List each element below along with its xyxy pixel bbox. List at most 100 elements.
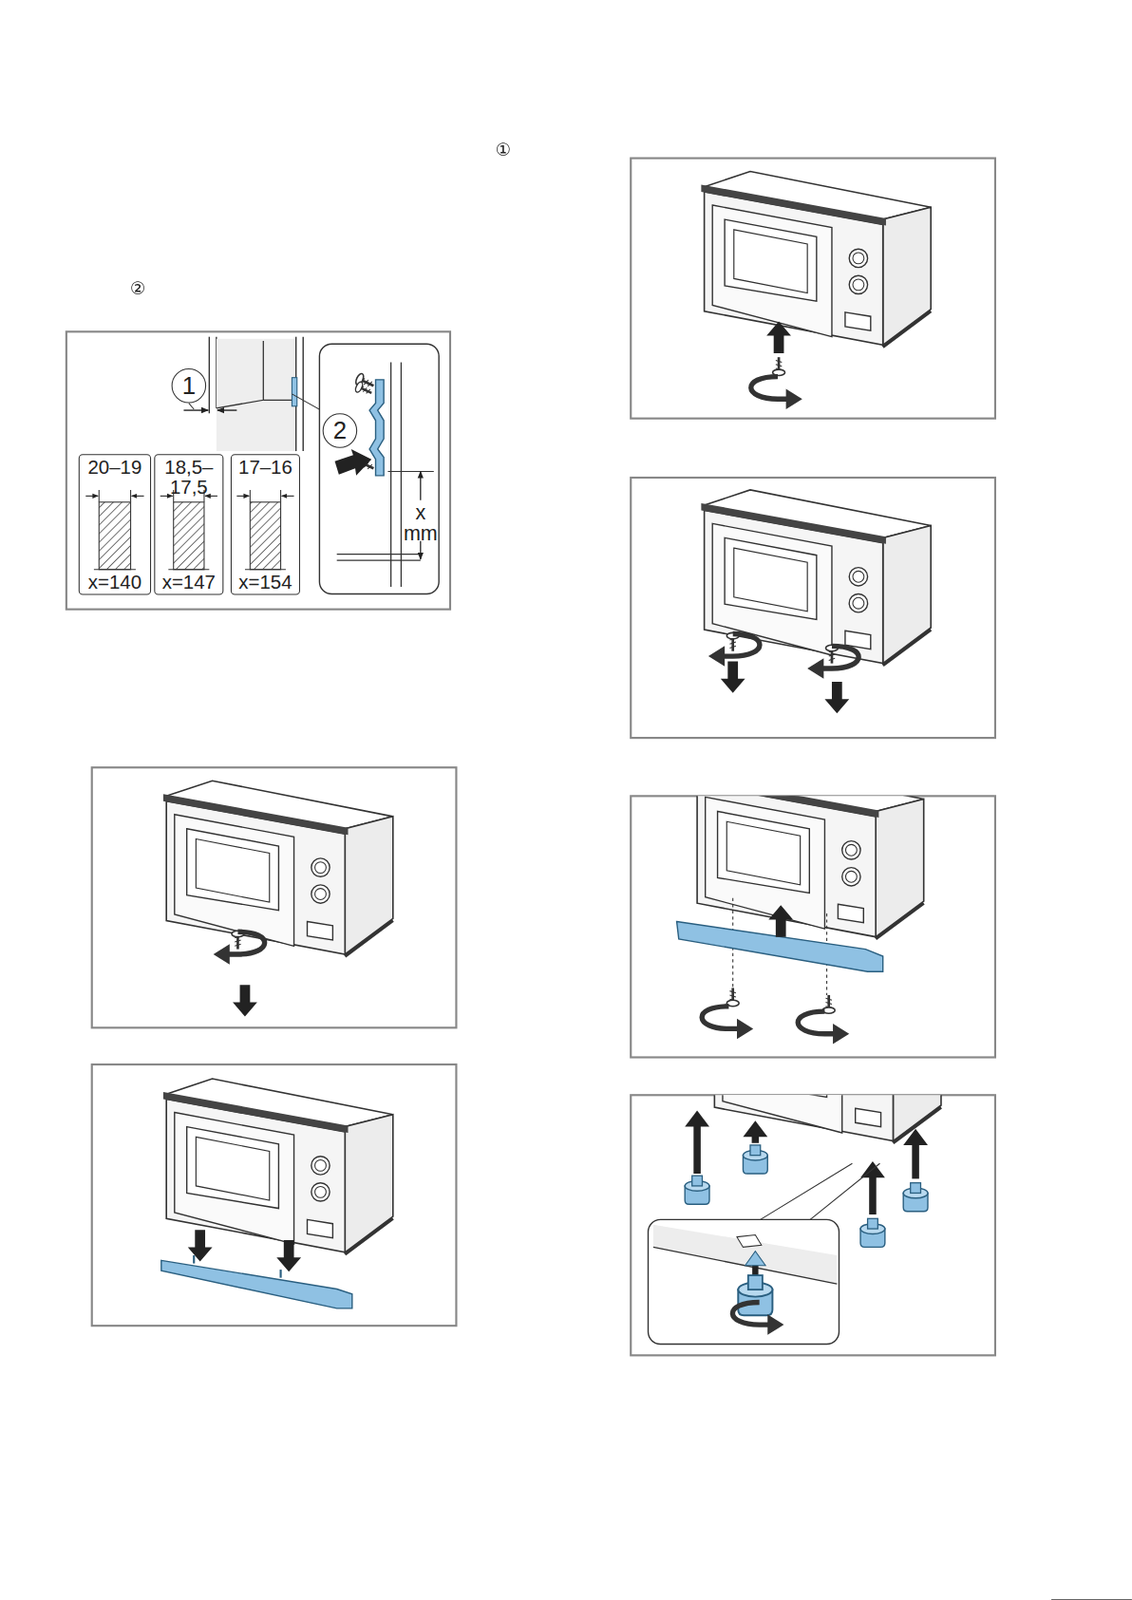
step-panel	[92, 767, 457, 1028]
node-value: x=154	[238, 572, 292, 593]
dimension-box: 17–16 x=154	[230, 453, 301, 595]
bracket-detail-part	[390, 362, 392, 587]
cabinet-panel	[66, 331, 451, 609]
bracket-detail-part	[337, 559, 421, 561]
dimension-box: 18,5– 17,5 x=147	[153, 453, 224, 595]
cabinet-panel-part	[188, 403, 194, 410]
node-value: x=147	[162, 572, 216, 593]
leveling-foot-part	[684, 1110, 710, 1127]
cabinet-panel-part	[208, 337, 210, 415]
leveling-foot-part	[903, 1183, 928, 1212]
step-panel	[630, 158, 996, 419]
dimension-box: 20–19x=140	[78, 453, 151, 595]
leveling-foot-part	[684, 1175, 710, 1205]
step-panel	[92, 1064, 457, 1326]
step-panel-part	[766, 321, 792, 354]
cabinet-panel-part	[183, 409, 208, 411]
wall-thickness-sample-part	[94, 568, 136, 570]
callout-number: 2	[322, 413, 359, 449]
step-panel-part	[824, 681, 849, 714]
dimension-label: x	[415, 502, 426, 523]
step-panel-part	[754, 1163, 852, 1223]
wall-thickness-sample-part	[85, 495, 98, 497]
wall-thickness-sample-part	[249, 490, 251, 503]
dimension-unit: mm	[403, 522, 438, 543]
step-panel-part	[751, 377, 803, 410]
step-panel-part-part	[163, 1078, 394, 1255]
step-panel-part	[768, 905, 793, 937]
step-panel-part	[163, 780, 394, 957]
step-panel-part	[701, 1006, 754, 1039]
step-panel-part	[163, 1078, 394, 1255]
bracket-detail-part	[354, 380, 375, 398]
step-panel-part	[276, 1240, 302, 1272]
node-heading: 20–19	[88, 457, 143, 478]
step-panel-part	[647, 1219, 839, 1344]
step-panel-part-part	[694, 795, 925, 939]
cabinet-panel-part	[302, 337, 304, 452]
step-panel	[630, 763, 996, 1058]
wall-thickness-sample-part	[130, 490, 132, 503]
node-heading: 2	[333, 416, 347, 446]
bracket-detail-part	[400, 362, 402, 587]
step-panel	[630, 477, 996, 738]
wall-thickness-sample-part	[132, 495, 145, 497]
step-panel-part	[737, 1275, 773, 1316]
step-panel-part	[630, 477, 996, 738]
step-panel-part-part	[700, 490, 931, 666]
step-panel-part	[188, 1229, 213, 1262]
node-heading: 18,5– 17,5	[157, 457, 222, 499]
wall-thickness-sample-part	[168, 568, 209, 570]
cabinet-panel-part	[66, 331, 451, 609]
node-heading: 17–16	[238, 457, 293, 478]
callout-number: 1	[171, 368, 208, 404]
wall-thickness-sample-part	[173, 502, 205, 570]
leveling-foot-part	[860, 1218, 886, 1247]
callout-number: ①	[495, 141, 511, 159]
step-panel	[630, 967, 996, 1356]
leveling-foot-part	[868, 1173, 877, 1215]
step-panel-part	[711, 1094, 942, 1144]
cabinet-panel-part	[216, 339, 297, 452]
step-panel-part	[807, 645, 859, 679]
bracket-detail-part	[369, 379, 384, 476]
node-heading: 1	[182, 371, 196, 400]
step-panel-part	[192, 1255, 195, 1265]
leveling-foot-part	[742, 1145, 768, 1174]
step-panel-part-part	[711, 1094, 942, 1144]
step-panel-part	[630, 1094, 996, 1356]
step-panel-part	[630, 158, 996, 419]
step-panel-part	[653, 1246, 837, 1284]
step-panel-part	[806, 1163, 880, 1223]
cabinet-panel-part	[291, 377, 297, 407]
step-panel-part	[700, 171, 931, 348]
wall-thickness-sample	[85, 490, 294, 570]
wall-thickness-sample-part	[236, 495, 249, 497]
cabinet-panel-part	[217, 409, 237, 411]
bracket-detail-part	[419, 541, 421, 560]
step-panel-part	[720, 660, 746, 693]
step-panel-part	[653, 1225, 837, 1284]
leveling-foot-part	[742, 1120, 768, 1137]
step-panel-part	[797, 1011, 849, 1044]
cabinet-panel-part	[263, 399, 296, 401]
step-panel-part	[213, 931, 265, 964]
wall-thickness-sample-part	[282, 495, 295, 497]
step-panel-part	[732, 1301, 784, 1335]
callout-number: ②	[130, 280, 146, 298]
bracket-detail-part	[319, 343, 439, 594]
leveling-foot-part	[903, 1129, 928, 1146]
step-panel-part	[700, 490, 931, 666]
wall-thickness-sample-part	[98, 502, 131, 570]
step-panel-part	[745, 1251, 766, 1266]
leveling-foot-part	[693, 1122, 701, 1174]
bracket-detail-part	[387, 471, 434, 472]
step-panel-part	[726, 987, 739, 1006]
step-panel-part	[694, 795, 925, 939]
bracket-detail-part	[335, 449, 373, 476]
wall-thickness-sample-part	[98, 490, 100, 503]
step-panel-part	[736, 1235, 762, 1248]
step-panel-part-part	[163, 780, 394, 957]
step-panel-part-part	[700, 171, 931, 348]
